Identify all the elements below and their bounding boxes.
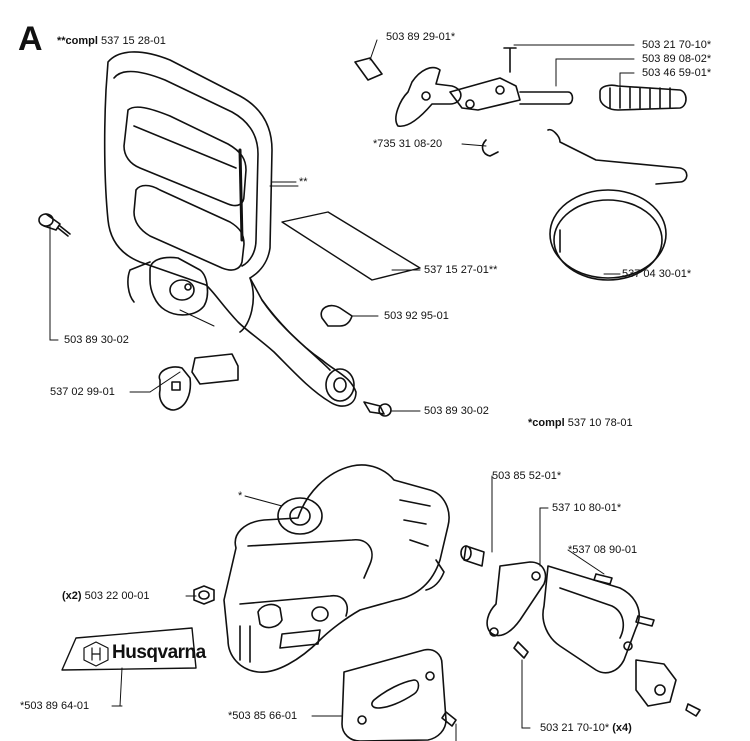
qty-x4: (x4) xyxy=(612,722,632,734)
label-503-46-59-01: 503 46 59-01* xyxy=(642,67,712,79)
guard-cam xyxy=(127,256,209,316)
label-735-31-08-20: *735 31 08-20 xyxy=(373,138,443,150)
screws-cover xyxy=(513,573,701,717)
label-503-89-30-02-left: 503 89 30-02 xyxy=(64,334,129,346)
decal xyxy=(281,211,421,281)
bar-plate xyxy=(341,648,457,741)
label-537-02-99-01: 537 02 99-01 xyxy=(50,386,115,398)
label-503-89-64-01: *503 89 64-01 xyxy=(20,700,90,712)
leader-lines xyxy=(49,39,635,741)
chain-guard xyxy=(486,561,677,707)
clutch-cover xyxy=(223,464,450,673)
top-assembly-header: **compl 537 15 28-01 xyxy=(57,35,166,48)
label-537-10-80-01: 537 10 80-01* xyxy=(552,502,622,514)
label-503-21-70-10-bottom: 503 21 70-10* xyxy=(540,722,610,734)
label-503-92-95-01: 503 92 95-01 xyxy=(384,310,449,322)
label-503-85-52-01: 503 85 52-01* xyxy=(492,470,562,482)
section-letter: A xyxy=(18,20,43,58)
label-503-89-08-02: 503 89 08-02* xyxy=(642,53,712,65)
label-double-star: ** xyxy=(299,176,308,188)
label-537-04-30-01: 537 04 30-01* xyxy=(622,268,692,280)
bracket-clip xyxy=(320,304,353,327)
label-503-85-66-01: *503 85 66-01 xyxy=(228,710,298,722)
screw-label-group: 503 21 70-10* (x4) xyxy=(540,722,632,735)
top-assembly-prefix: **compl xyxy=(57,35,98,47)
label-single-star: * xyxy=(238,490,243,502)
label-537-15-27-01: 537 15 27-01** xyxy=(424,264,498,276)
brake-mechanism xyxy=(354,47,687,157)
top-assembly-number: 537 15 28-01 xyxy=(101,35,166,47)
label-503-89-30-02-bottom: 503 89 30-02 xyxy=(424,405,489,417)
bottom-assembly-header: *compl 537 10 78-01 xyxy=(528,417,633,430)
nut-label-group: (x2) 503 22 00-01 xyxy=(62,590,149,603)
hand-guard xyxy=(103,51,357,407)
brand-wordmark: Husqvarna xyxy=(112,642,206,663)
brand-decal xyxy=(61,627,197,671)
label-537-08-90-01: *537 08 90-01 xyxy=(568,544,638,556)
label-503-21-70-10-top: 503 21 70-10* xyxy=(642,39,712,51)
pin xyxy=(460,545,485,567)
bottom-assembly-number: 537 10 78-01 xyxy=(567,417,633,429)
nut xyxy=(193,585,215,605)
screw-guard-bottom xyxy=(363,401,392,417)
label-503-89-29-01: 503 89 29-01* xyxy=(386,31,456,43)
brake-band xyxy=(547,128,688,281)
bottom-assembly-prefix: *compl xyxy=(528,417,565,429)
screw-left xyxy=(38,213,71,237)
label-503-22-00-01: 503 22 00-01 xyxy=(84,590,150,602)
buffer-block xyxy=(158,353,239,411)
qty-x2: (x2) xyxy=(62,590,82,602)
